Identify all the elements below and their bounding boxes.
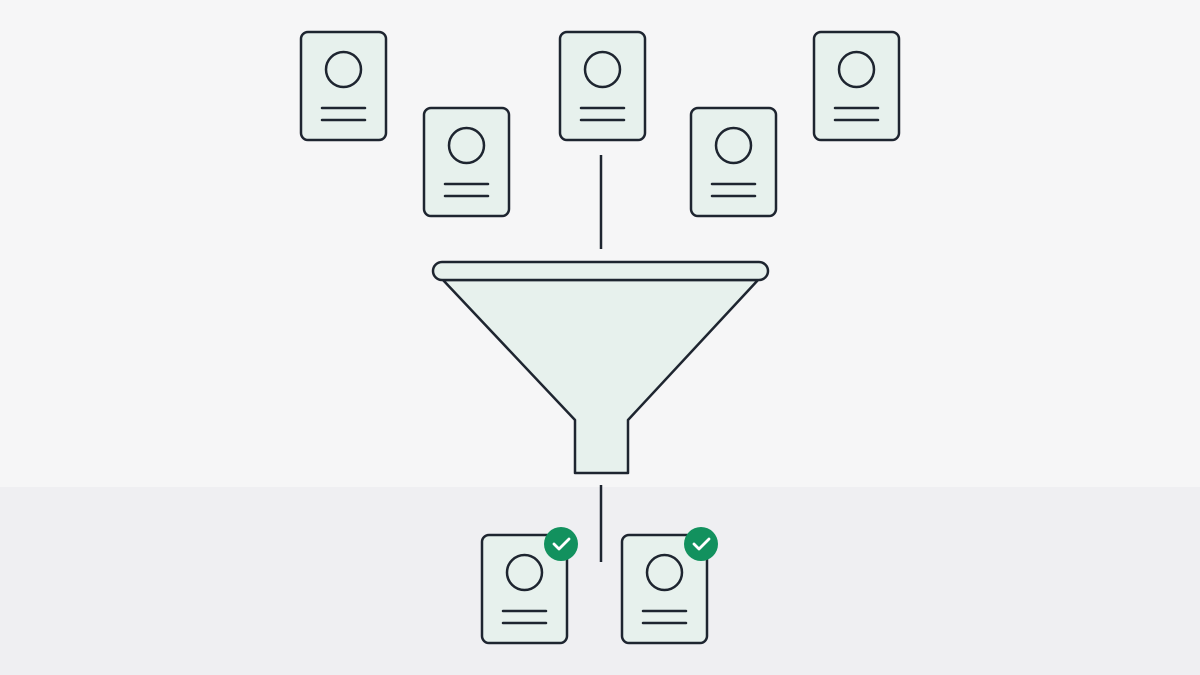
check-icon [544,527,578,561]
avatar-icon [324,50,363,89]
approved-profile-card [620,527,718,645]
profile-card [689,106,778,218]
avatar-icon [837,50,876,89]
avatar-icon [447,126,486,165]
check-mark [692,537,711,551]
avatar-icon [645,553,684,592]
check-mark [552,537,571,551]
profile-card [422,106,511,218]
approved-profile-card [480,527,578,645]
profile-card [558,30,647,142]
funnel-rim [431,260,770,282]
avatar-icon [583,50,622,89]
profile-card [812,30,901,142]
output-profiles [480,527,718,645]
funnel-icon [431,260,770,475]
avatar-icon [505,553,544,592]
check-icon [684,527,718,561]
profile-card [299,30,388,142]
check-badge [684,527,718,561]
avatar-icon [714,126,753,165]
input-profiles [299,30,901,218]
check-badge [544,527,578,561]
